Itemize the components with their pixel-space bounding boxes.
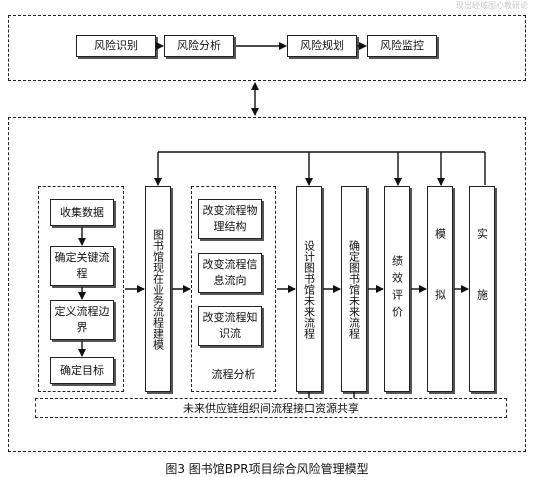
risk-process-container xyxy=(8,15,526,81)
process-boundary-box: 定义流程边界 xyxy=(50,300,114,340)
collect-data-box: 收集数据 xyxy=(50,199,114,226)
implementation-box: 实施 xyxy=(469,186,495,392)
watermark-text: 现出经域图心教研论 xyxy=(456,1,528,10)
risk-monitoring-box: 风险监控 xyxy=(367,35,437,57)
simulation-label: 模拟 xyxy=(433,228,447,350)
determine-goal-box: 确定目标 xyxy=(50,357,114,384)
shared-interface-label: 未来供应链组织间流程接口资源共享 xyxy=(183,402,359,415)
simulation-box: 模拟 xyxy=(427,186,453,392)
future-design-box: 设计图书馆未来流程 xyxy=(296,186,322,392)
future-confirm-label: 确定图书馆未来流程 xyxy=(347,239,361,339)
physical-structure-box: 改变流程物理结构 xyxy=(198,199,262,239)
process-analysis-label: 流程分析 xyxy=(211,368,256,381)
process-analysis-group xyxy=(191,186,276,392)
future-design-label: 设计图书馆未来流程 xyxy=(302,239,316,339)
risk-analysis-box: 风险分析 xyxy=(164,35,234,57)
risk-identification-box: 风险识别 xyxy=(76,35,156,57)
preparation-group xyxy=(38,186,124,392)
evaluation-label: 绩效评价 xyxy=(390,255,404,323)
knowledge-flow-box: 改变流程知识流 xyxy=(198,306,262,346)
implementation-label: 实施 xyxy=(475,228,489,350)
future-confirm-box: 确定图书馆未来流程 xyxy=(341,186,367,392)
shared-interface-bar: 未来供应链组织间流程接口资源共享 xyxy=(35,398,507,418)
current-process-model-label: 图书馆现在业务流程建模 xyxy=(151,228,165,350)
evaluation-box: 绩效评价 xyxy=(384,186,410,392)
information-flow-box: 改变流程信息流向 xyxy=(198,253,262,293)
key-process-box: 确定关键流程 xyxy=(50,246,114,286)
current-process-model-box: 图书馆现在业务流程建模 xyxy=(145,186,171,392)
bpr-process-container xyxy=(8,117,526,452)
figure-caption: 图3 图书馆BPR项目综合风险管理模型 xyxy=(165,462,369,476)
risk-planning-box: 风险规划 xyxy=(287,35,357,57)
